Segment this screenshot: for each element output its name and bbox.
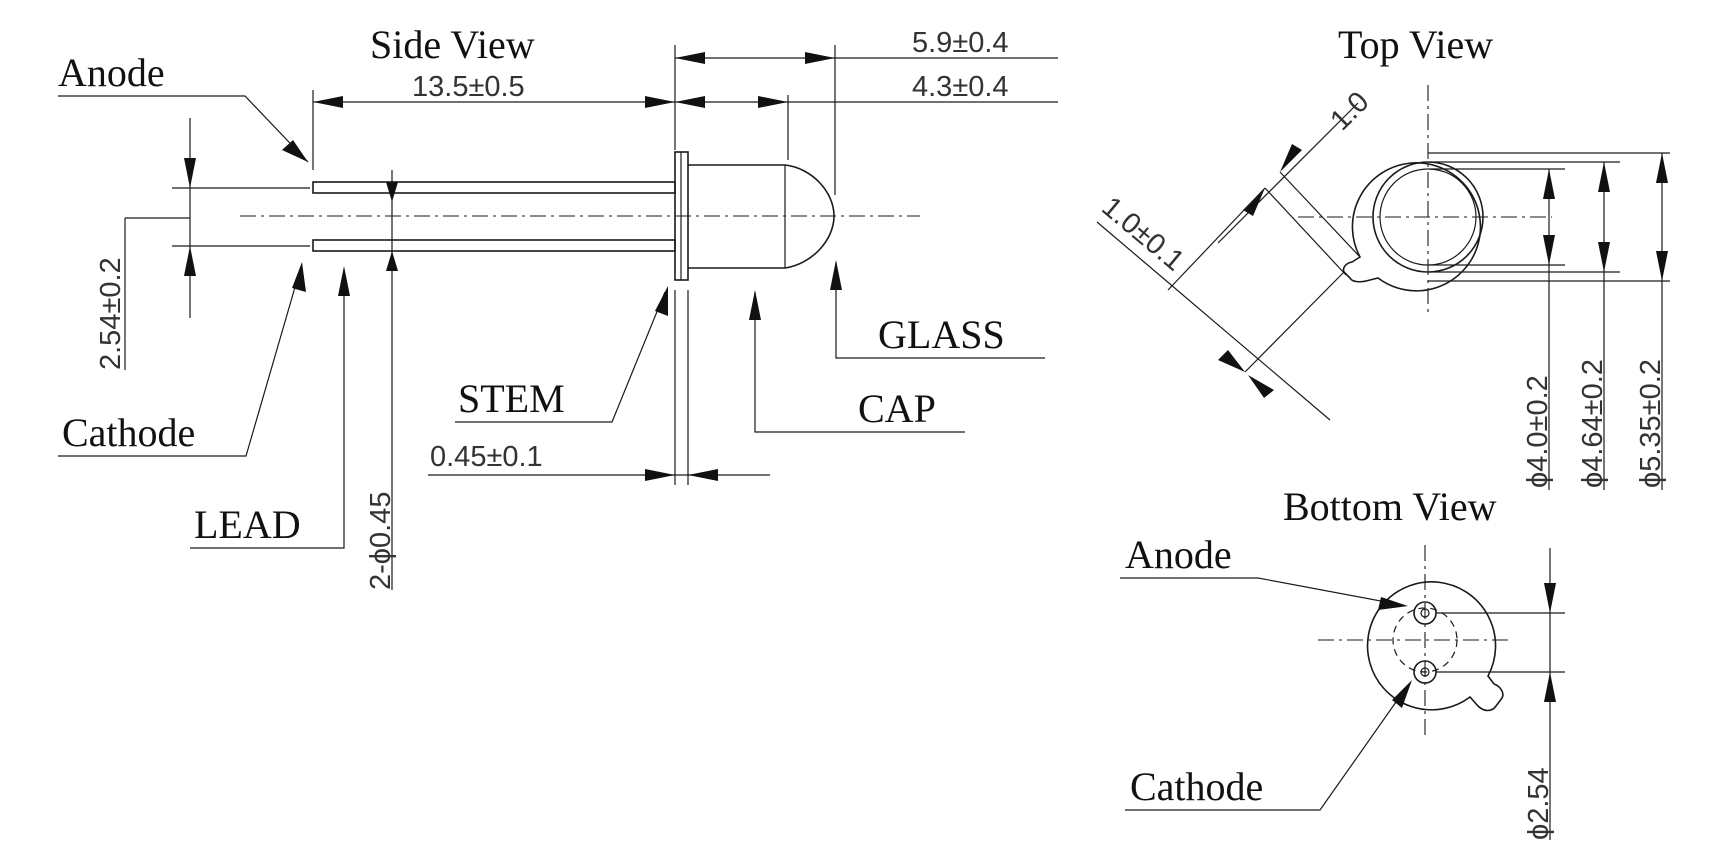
arrowhead <box>1243 188 1265 216</box>
top-view: Top View ϕ4.0±0.2 ϕ4.64±0.2 ϕ5.35±0.2 <box>1096 22 1670 490</box>
cathode-label: Cathode <box>62 410 195 455</box>
stem-leader <box>455 291 666 423</box>
anode-pin-core <box>1420 608 1430 618</box>
arrowhead <box>338 266 350 296</box>
bottom-anode-label: Anode <box>1125 532 1232 577</box>
arrowhead <box>1543 169 1555 199</box>
side-view-title: Side View <box>370 22 535 67</box>
arrowhead <box>675 96 705 108</box>
arrowhead <box>1248 375 1274 398</box>
arrowhead <box>1656 153 1668 183</box>
arrowhead <box>282 140 308 162</box>
arrowhead <box>830 260 842 290</box>
arrowhead <box>758 96 788 108</box>
top-view-title: Top View <box>1338 22 1493 67</box>
dim-dia-cap: ϕ4.64±0.2 <box>1577 359 1609 488</box>
dim-stem-thickness: 0.45±0.1 <box>430 441 543 473</box>
arrowhead <box>749 290 761 320</box>
cathode-leader <box>58 269 301 457</box>
arrowhead <box>1392 680 1412 708</box>
glass-leader <box>835 262 1045 359</box>
dim-line-tab-width <box>1217 102 1359 244</box>
anode-lead <box>312 181 676 194</box>
arrowhead <box>655 286 668 316</box>
arrowhead <box>386 251 398 271</box>
arrowhead <box>1378 597 1408 610</box>
arrowhead <box>386 182 398 202</box>
arrowhead <box>805 52 835 64</box>
ext-line-tab-root <box>1167 187 1266 291</box>
dim-dia-stem: ϕ5.35±0.2 <box>1635 359 1667 488</box>
anode-leader <box>58 95 309 163</box>
lead-label: LEAD <box>194 502 301 547</box>
dim-pin-circle: ϕ2.54 <box>1523 767 1555 840</box>
ext-line-tab-tip <box>1244 271 1345 373</box>
arrowhead <box>688 469 718 481</box>
dim-overall-cap-length: 5.9±0.4 <box>912 27 1009 59</box>
stem-label: STEM <box>458 376 565 421</box>
arrowhead <box>313 96 343 108</box>
arrowhead <box>675 52 705 64</box>
dim-lead-length: 13.5±0.5 <box>412 71 525 103</box>
arrowhead <box>1280 144 1302 172</box>
dim-line-tab-length <box>1096 221 1331 421</box>
arrowhead <box>184 246 196 276</box>
side-view: Side View 13.5±0.5 5.9±0.4 4.3±0.4 <box>58 22 1058 590</box>
cap-body <box>688 164 835 269</box>
ext-line-tab-side-a <box>1279 171 1361 258</box>
dim-tab-length: 1.0±0.1 <box>1096 191 1191 278</box>
cap-leader <box>754 292 965 433</box>
dim-cap-length: 4.3±0.4 <box>912 71 1009 103</box>
bottom-view: Bottom View ϕ2.54 Anode Cathode <box>1120 484 1565 840</box>
cap-label: CAP <box>858 386 936 431</box>
anode-label: Anode <box>58 50 165 95</box>
arrowhead <box>184 158 196 188</box>
pin-circle <box>1392 607 1458 673</box>
cathode-lead <box>312 239 676 252</box>
cap-circle <box>1372 161 1484 273</box>
stem-outline-with-tab <box>1342 162 1482 292</box>
lens-circle <box>1379 168 1477 266</box>
arrowhead <box>1544 672 1556 702</box>
bottom-cathode-label: Cathode <box>1130 764 1263 809</box>
arrowhead <box>645 96 675 108</box>
bottom-view-title: Bottom View <box>1283 484 1497 529</box>
arrowhead <box>1544 583 1556 613</box>
glass-label: GLASS <box>878 312 1005 357</box>
dim-lead-spacing: 2.54±0.2 <box>95 257 127 370</box>
lead-leader <box>190 270 345 549</box>
bottom-cathode-leader <box>1125 684 1409 811</box>
arrowhead <box>1656 251 1668 281</box>
arrowhead <box>1598 242 1610 272</box>
dim-dia-inner: ϕ4.0±0.2 <box>1522 375 1554 488</box>
base-outline-with-tab <box>1366 581 1504 712</box>
arrowhead <box>1218 350 1245 372</box>
arrowhead <box>645 469 675 481</box>
ext-line-tab-side-b <box>1264 187 1347 276</box>
dim-lead-diameter: 2-ϕ0.45 <box>365 492 397 590</box>
arrowhead <box>292 262 306 292</box>
arrowhead <box>1598 162 1610 192</box>
arrowhead <box>1543 235 1555 265</box>
cathode-pin-core <box>1420 667 1430 677</box>
bottom-anode-leader <box>1120 577 1403 606</box>
